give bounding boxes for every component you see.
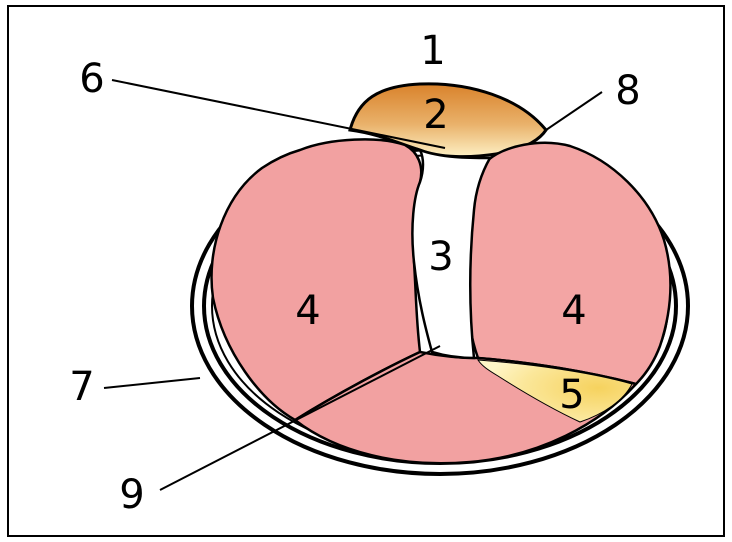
label-8: 8 <box>615 68 640 114</box>
label-1: 1 <box>420 28 445 74</box>
label-4-left: 4 <box>295 288 320 334</box>
label-9: 9 <box>119 472 144 518</box>
leader-line-7 <box>103 377 201 389</box>
label-2: 2 <box>423 92 448 138</box>
leader-line-9 <box>159 345 441 491</box>
leader-line-6 <box>111 79 446 149</box>
yolk-region <box>477 359 633 423</box>
label-3: 3 <box>428 234 453 280</box>
label-6: 6 <box>79 56 104 102</box>
leader-line-8 <box>545 91 603 131</box>
label-5: 5 <box>559 372 584 418</box>
label-4-right: 4 <box>561 288 586 334</box>
central-cavity <box>411 147 493 360</box>
label-7: 7 <box>69 364 94 410</box>
